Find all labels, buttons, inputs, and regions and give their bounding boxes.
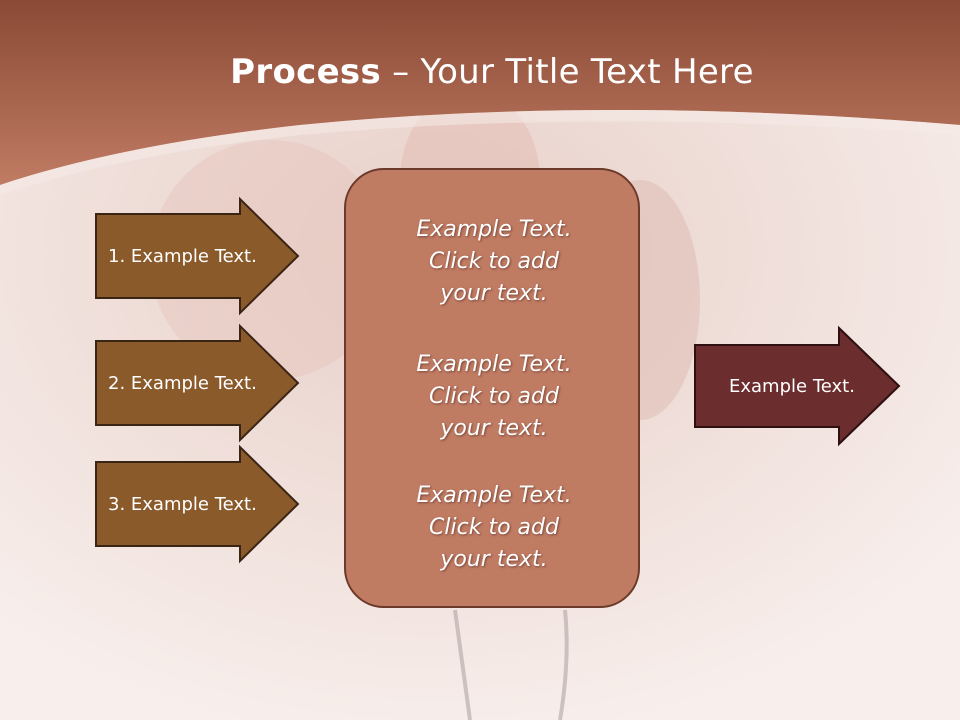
left-arrow-1-label: 1. Example Text. [108, 245, 257, 267]
center-paragraph-2-line-3: your text. [440, 416, 548, 441]
left-arrow-3-label: 3. Example Text. [108, 493, 257, 515]
left-arrow-3-shape [95, 444, 300, 564]
center-paragraph-1: Example Text. Click to add your text. [346, 214, 642, 310]
right-arrow-label: Example Text. [729, 375, 855, 397]
center-paragraph-3: Example Text. Click to add your text. [346, 480, 642, 576]
right-arrow[interactable]: Example Text. [694, 325, 901, 447]
center-paragraph-2: Example Text. Click to add your text. [346, 349, 642, 445]
center-paragraph-3-line-1: Example Text. [416, 483, 572, 508]
left-arrow-2-label: 2. Example Text. [108, 372, 257, 394]
center-paragraph-1-line-3: your text. [440, 281, 548, 306]
center-paragraph-3-line-3: your text. [440, 547, 548, 572]
left-arrow-1-shape [95, 196, 300, 316]
center-paragraph-1-line-1: Example Text. [416, 217, 572, 242]
center-paragraph-3-line-2: Click to add [429, 515, 559, 540]
slide-title[interactable]: Process – Your Title Text Here [0, 52, 960, 92]
center-paragraph-2-line-1: Example Text. [416, 352, 572, 377]
title-bold: Process [230, 52, 382, 92]
center-paragraph-2-line-2: Click to add [429, 384, 559, 409]
left-arrow-1[interactable]: 1. Example Text. [95, 196, 300, 316]
title-separator: – [381, 52, 421, 92]
center-paragraph-1-line-2: Click to add [429, 249, 559, 274]
left-arrow-3[interactable]: 3. Example Text. [95, 444, 300, 564]
center-text-box[interactable]: Example Text. Click to add your text. Ex… [344, 168, 640, 608]
title-rest: Your Title Text Here [420, 52, 754, 92]
right-arrow-shape [694, 325, 901, 447]
left-arrow-2[interactable]: 2. Example Text. [95, 323, 300, 443]
left-arrow-2-shape [95, 323, 300, 443]
